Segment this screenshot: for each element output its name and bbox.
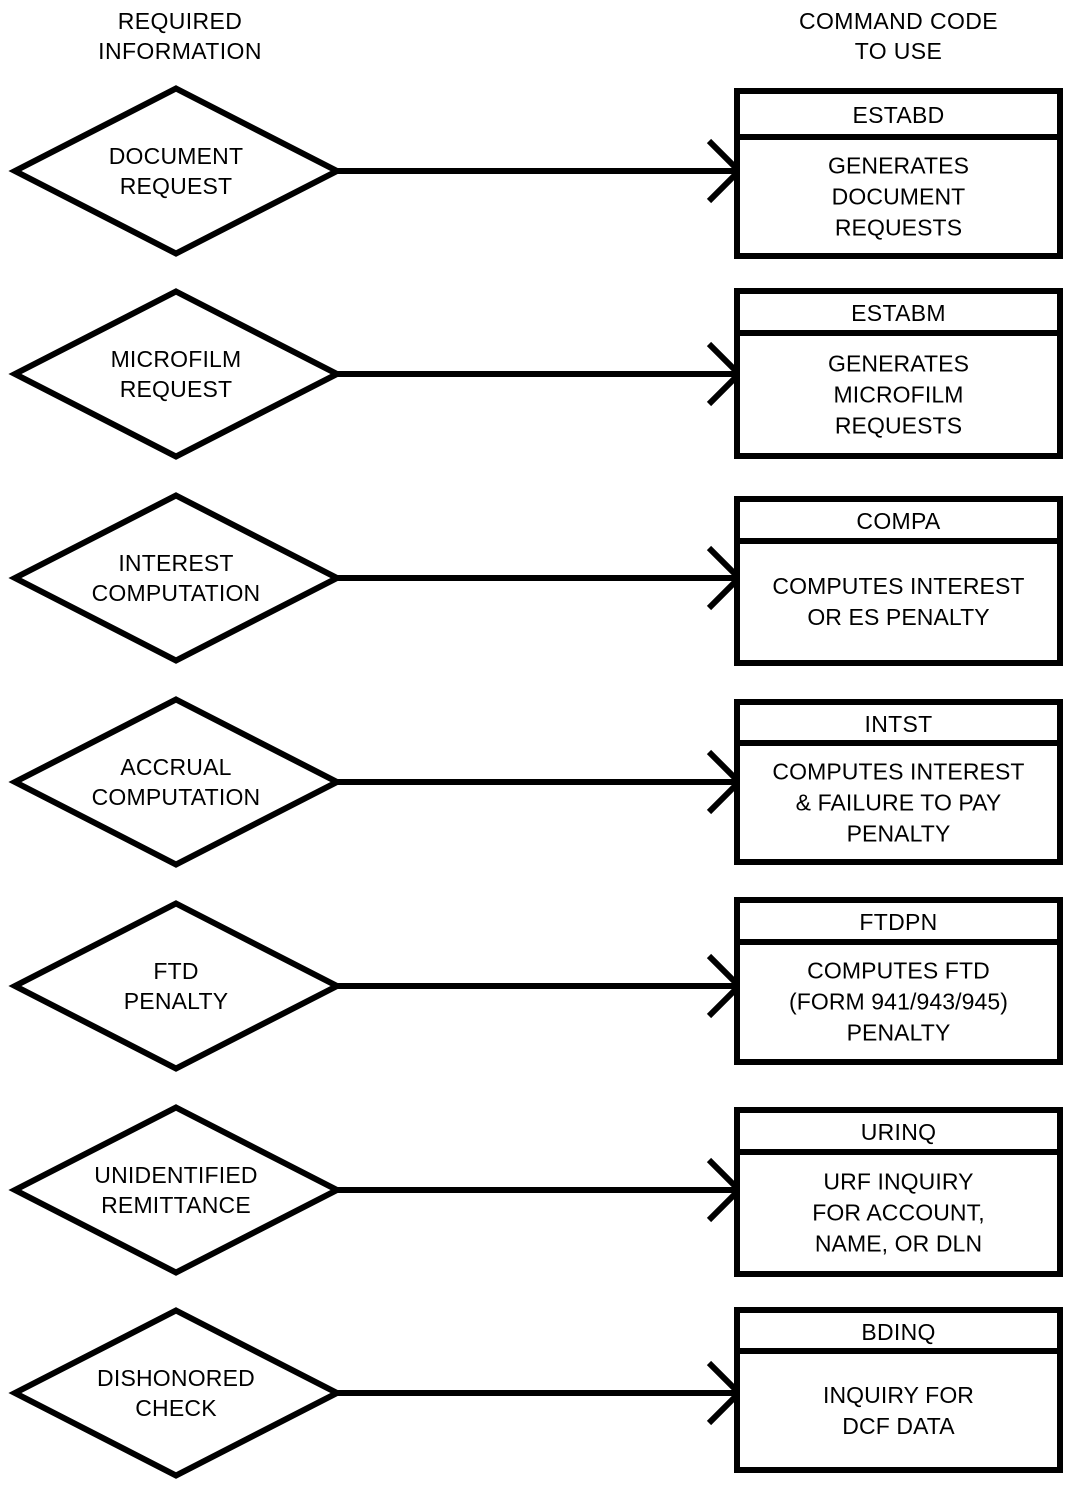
condition-diamond-6 bbox=[8, 1104, 344, 1276]
command-code-box-1 bbox=[734, 88, 1063, 259]
command-code-box-3 bbox=[734, 496, 1063, 666]
column-heading-required-information: REQUIRED INFORMATION bbox=[98, 8, 262, 64]
command-code-box-7 bbox=[734, 1307, 1063, 1473]
command-code-box-6 bbox=[734, 1107, 1063, 1277]
command-code-box-5 bbox=[734, 897, 1063, 1065]
command-code-box-2 bbox=[734, 288, 1063, 459]
condition-diamond-3 bbox=[8, 492, 344, 664]
condition-diamond-1 bbox=[8, 85, 344, 257]
shapes-group bbox=[8, 85, 1063, 1479]
column-heading-command-code: COMMAND CODE TO USE bbox=[798, 8, 999, 64]
condition-diamond-7 bbox=[8, 1307, 344, 1479]
command-code-box-4 bbox=[734, 699, 1063, 865]
condition-diamond-4 bbox=[8, 696, 344, 868]
condition-diamond-2 bbox=[8, 288, 344, 460]
condition-diamond-5 bbox=[8, 900, 344, 1072]
